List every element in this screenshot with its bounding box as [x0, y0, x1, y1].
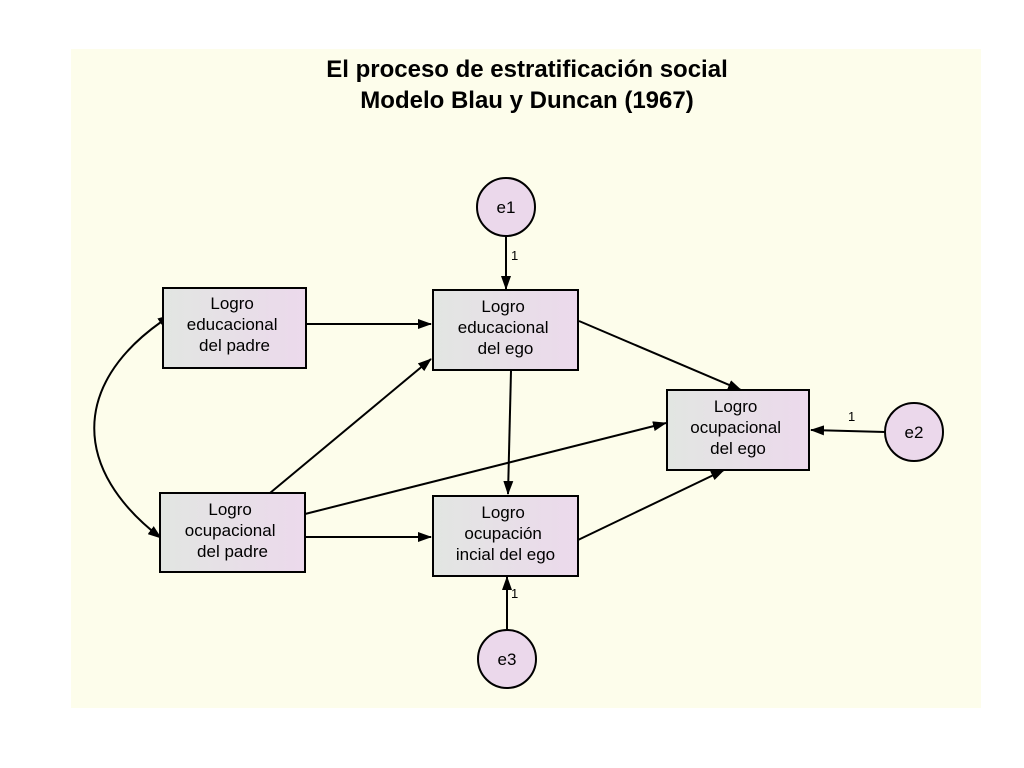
node-logro-ocupacional-padre: Logro ocupacional del padre — [159, 492, 306, 573]
svg-text:Logro ocupacional: Logro ocupacional del ego — [690, 397, 785, 458]
node-label-line: ocupacional — [185, 521, 276, 540]
diagram-title-line-2: Modelo Blau y Duncan (1967) — [360, 87, 693, 114]
weight-label-e1: 1 — [511, 248, 518, 263]
svg-text:e3: e3 — [498, 650, 517, 669]
arrow-educ-ego-to-ocup-inicial-ego — [503, 370, 514, 495]
svg-text:Logro ocupacional: Logro ocupacional del padre — [185, 500, 280, 561]
weight-labels: 1 1 1 — [511, 248, 855, 601]
error-node-e2: e2 — [884, 402, 944, 462]
weight-label-e3: 1 — [511, 586, 518, 601]
observed-variables: Logro educacional del padre Logro ocupac… — [159, 287, 810, 577]
arrow-e2-to-ocup-ego — [810, 425, 886, 436]
node-logro-ocupacional-ego: Logro ocupacional del ego — [666, 389, 810, 471]
diagram-title-line-1: El proceso de estratificación social — [326, 56, 727, 83]
arrow-ocup-inicial-ego-to-ocup-ego — [577, 469, 725, 541]
node-label-line: educacional — [187, 315, 278, 334]
node-label-line: educacional — [458, 318, 549, 337]
svg-text:e2: e2 — [905, 423, 924, 442]
node-logro-educacional-ego: Logro educacional del ego — [432, 289, 579, 371]
node-label-line: Logro — [481, 297, 524, 316]
node-label-line: del padre — [199, 336, 270, 355]
node-logro-ocupacion-inicial-ego: Logro ocupación incial del ego — [432, 495, 579, 577]
node-label-line: incial del ego — [456, 545, 555, 564]
svg-text:Logro educacional: Logro educacional del ego — [458, 297, 553, 358]
node-label-line: del padre — [197, 542, 268, 561]
arrow-ocup-padre-to-ocup-ego — [304, 421, 667, 515]
svg-text:Logro ocupación: Logro ocupación incial del ego — [456, 503, 555, 564]
node-label-line: Logro — [208, 500, 251, 519]
diagram-panel — [71, 49, 981, 708]
error-node-e1: e1 — [476, 177, 536, 237]
covariance-arrow-padre — [93, 314, 172, 539]
error-node-e3: e3 — [477, 629, 537, 689]
node-label-line: Logro — [481, 503, 524, 522]
node-label-line: del ego — [710, 439, 766, 458]
error-terms: e1 e2 e3 — [476, 177, 944, 689]
arrows — [93, 236, 886, 630]
node-label-line: del ego — [478, 339, 534, 358]
node-logro-educacional-padre: Logro educacional del padre — [162, 287, 307, 369]
node-label-line: ocupación — [464, 524, 542, 543]
node-label-line: Logro — [210, 294, 253, 313]
svg-text:e1: e1 — [497, 198, 516, 217]
node-label-line: ocupacional — [690, 418, 781, 437]
arrow-ocup-padre-to-educ-ego — [269, 358, 432, 494]
arrow-educ-ego-to-ocup-ego — [578, 320, 742, 391]
weight-label-e2: 1 — [848, 409, 855, 424]
svg-text:Logro educacional: Logro educacional del padre — [187, 294, 282, 355]
node-label-line: Logro — [714, 397, 757, 416]
